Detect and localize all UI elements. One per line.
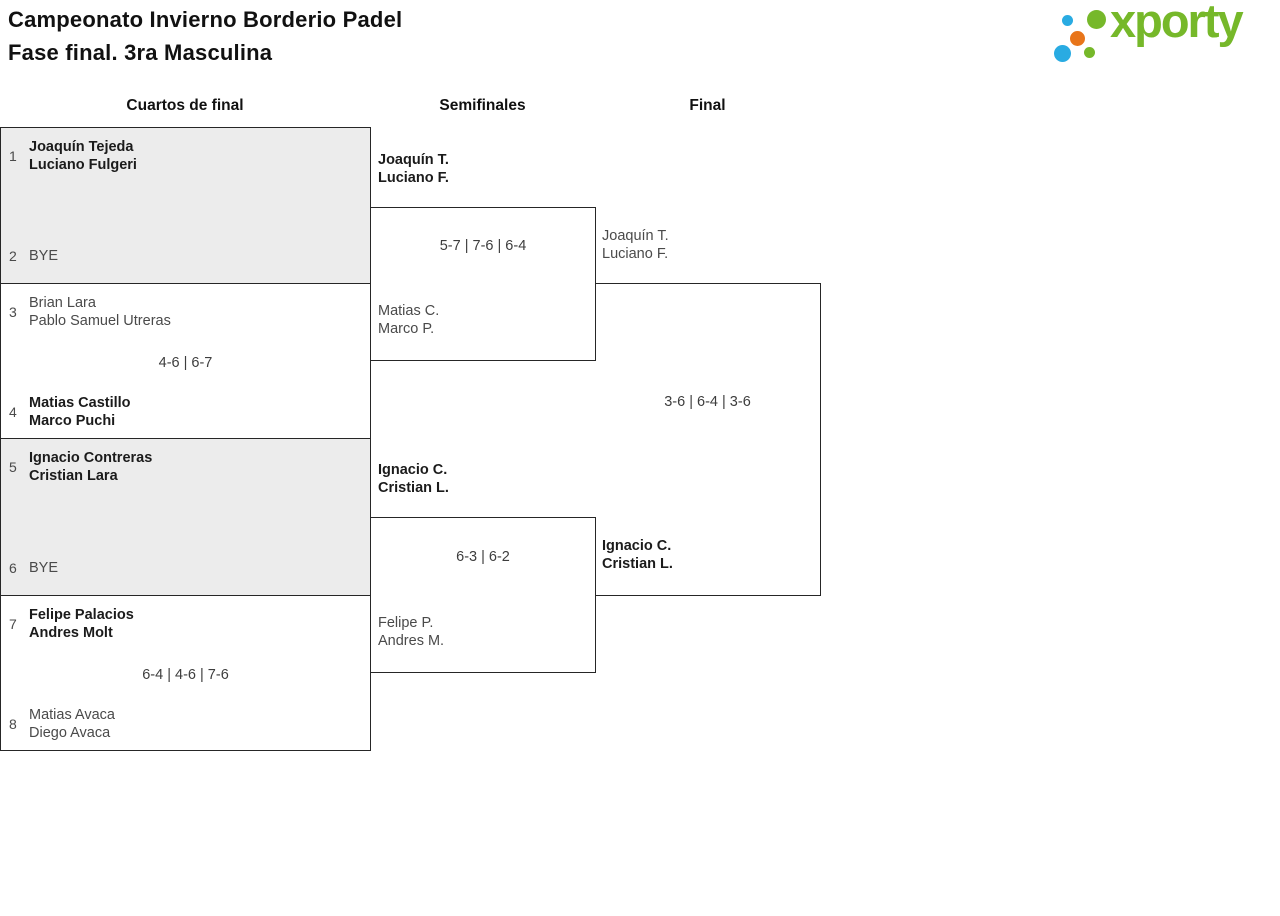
logo-dot-blue-small <box>1062 15 1073 26</box>
match-score: 6-3 | 6-2 <box>456 549 510 565</box>
sf2-team-bottom: Felipe P. Andres M. <box>378 614 444 650</box>
sf1-team-bottom: Matias C. Marco P. <box>378 302 439 338</box>
match-entry-bottom: 8 Matias Avaca Diego Avaca <box>9 706 364 742</box>
match-qf-2: 3 Brian Lara Pablo Samuel Utreras 4-6 | … <box>0 283 371 439</box>
match-qf-1: 1 Joaquín Tejeda Luciano Fulgeri 2 BYE <box>0 127 371 284</box>
player-2: Marco Puchi <box>29 413 116 429</box>
match-sf-2: Ignacio C. Cristian L. 6-3 | 6-2 Felipe … <box>370 462 596 673</box>
player-1: BYE <box>29 248 59 264</box>
match-entry-bottom: 2 BYE <box>9 247 364 265</box>
player-2: Marco P. <box>378 321 435 337</box>
team-name: BYE <box>29 247 364 265</box>
player-1: Brian Lara <box>29 295 96 311</box>
sf1-team-top: Joaquín T. Luciano F. <box>378 151 449 187</box>
player-2: Cristian L. <box>378 480 449 496</box>
player-2: Cristian Lara <box>29 468 118 484</box>
player-2: Cristian L. <box>602 556 673 572</box>
team-name: Matias Avaca Diego Avaca <box>29 706 364 742</box>
player-1: Ignacio C. <box>602 538 672 554</box>
match-entry-top: 1 Joaquín Tejeda Luciano Fulgeri <box>9 138 364 174</box>
column-header-quarterfinals: Cuartos de final <box>126 97 244 114</box>
player-2: Andres M. <box>378 633 445 649</box>
player-1: Matias Castillo <box>29 395 131 411</box>
column-header-semifinals: Semifinales <box>439 97 526 114</box>
page-title: Campeonato Invierno Borderio Padel Fase … <box>8 3 402 69</box>
team-name: BYE <box>29 559 364 577</box>
team-name: Felipe Palacios Andres Molt <box>29 606 364 642</box>
team-name: Matias Castillo Marco Puchi <box>29 394 364 430</box>
logo-wordmark: xporty <box>1110 0 1244 47</box>
tournament-name: Campeonato Invierno Borderio Padel <box>8 7 403 32</box>
xporty-logo[interactable]: xporty <box>1050 0 1275 67</box>
match-entry-top: 7 Felipe Palacios Andres Molt <box>9 606 364 642</box>
column-header-final: Final <box>689 97 726 114</box>
team-name: Ignacio Contreras Cristian Lara <box>29 449 364 485</box>
match-entry-top: 5 Ignacio Contreras Cristian Lara <box>9 449 364 485</box>
logo-dot-green-large <box>1087 10 1106 29</box>
match-entry-bottom: 4 Matias Castillo Marco Puchi <box>9 394 364 430</box>
team-name: Joaquín Tejeda Luciano Fulgeri <box>29 138 364 174</box>
player-1: BYE <box>29 560 59 576</box>
logo-dot-blue-large <box>1054 45 1071 62</box>
logo-dot-orange <box>1070 31 1085 46</box>
final-team-bottom: Ignacio C. Cristian L. <box>602 537 673 573</box>
player-1: Ignacio Contreras <box>29 450 153 466</box>
match-score: 6-4 | 4-6 | 7-6 <box>142 667 229 683</box>
player-2: Luciano F. <box>378 170 449 186</box>
phase-category: Fase final. 3ra Masculina <box>8 40 273 65</box>
player-1: Joaquín T. <box>602 228 669 244</box>
seed-number: 2 <box>9 248 17 264</box>
match-qf-4: 7 Felipe Palacios Andres Molt 6-4 | 4-6 … <box>0 595 371 751</box>
seed-number: 7 <box>9 616 17 632</box>
player-1: Matias C. <box>378 303 440 319</box>
match-score: 4-6 | 6-7 <box>158 355 213 371</box>
match-sf-1: Joaquín T. Luciano F. 5-7 | 7-6 | 6-4 Ma… <box>370 152 596 361</box>
team-name: Brian Lara Pablo Samuel Utreras <box>29 294 364 330</box>
player-2: Diego Avaca <box>29 725 111 741</box>
player-1: Felipe Palacios <box>29 607 134 623</box>
seed-number: 5 <box>9 459 17 475</box>
logo-dot-green-small <box>1084 47 1095 58</box>
player-2: Luciano F. <box>602 246 669 262</box>
match-final: Joaquín T. Luciano F. 3-6 | 6-4 | 3-6 Ig… <box>595 228 821 596</box>
player-1: Ignacio C. <box>378 462 448 478</box>
player-1: Joaquín T. <box>378 152 449 168</box>
seed-number: 6 <box>9 560 17 576</box>
player-1: Joaquín Tejeda <box>29 139 134 155</box>
player-1: Felipe P. <box>378 615 434 631</box>
player-1: Matias Avaca <box>29 707 115 723</box>
seed-number: 1 <box>9 148 17 164</box>
match-qf-3: 5 Ignacio Contreras Cristian Lara 6 BYE <box>0 438 371 596</box>
match-entry-top: 3 Brian Lara Pablo Samuel Utreras <box>9 294 364 330</box>
player-2: Luciano Fulgeri <box>29 157 137 173</box>
player-2: Andres Molt <box>29 625 113 641</box>
match-score: 5-7 | 7-6 | 6-4 <box>439 238 527 254</box>
player-2: Pablo Samuel Utreras <box>29 313 171 329</box>
final-team-top: Joaquín T. Luciano F. <box>602 227 669 263</box>
match-entry-bottom: 6 BYE <box>9 559 364 577</box>
seed-number: 8 <box>9 716 17 732</box>
match-score: 3-6 | 6-4 | 3-6 <box>664 394 751 410</box>
seed-number: 4 <box>9 404 17 420</box>
seed-number: 3 <box>9 304 17 320</box>
sf2-team-top: Ignacio C. Cristian L. <box>378 461 449 497</box>
